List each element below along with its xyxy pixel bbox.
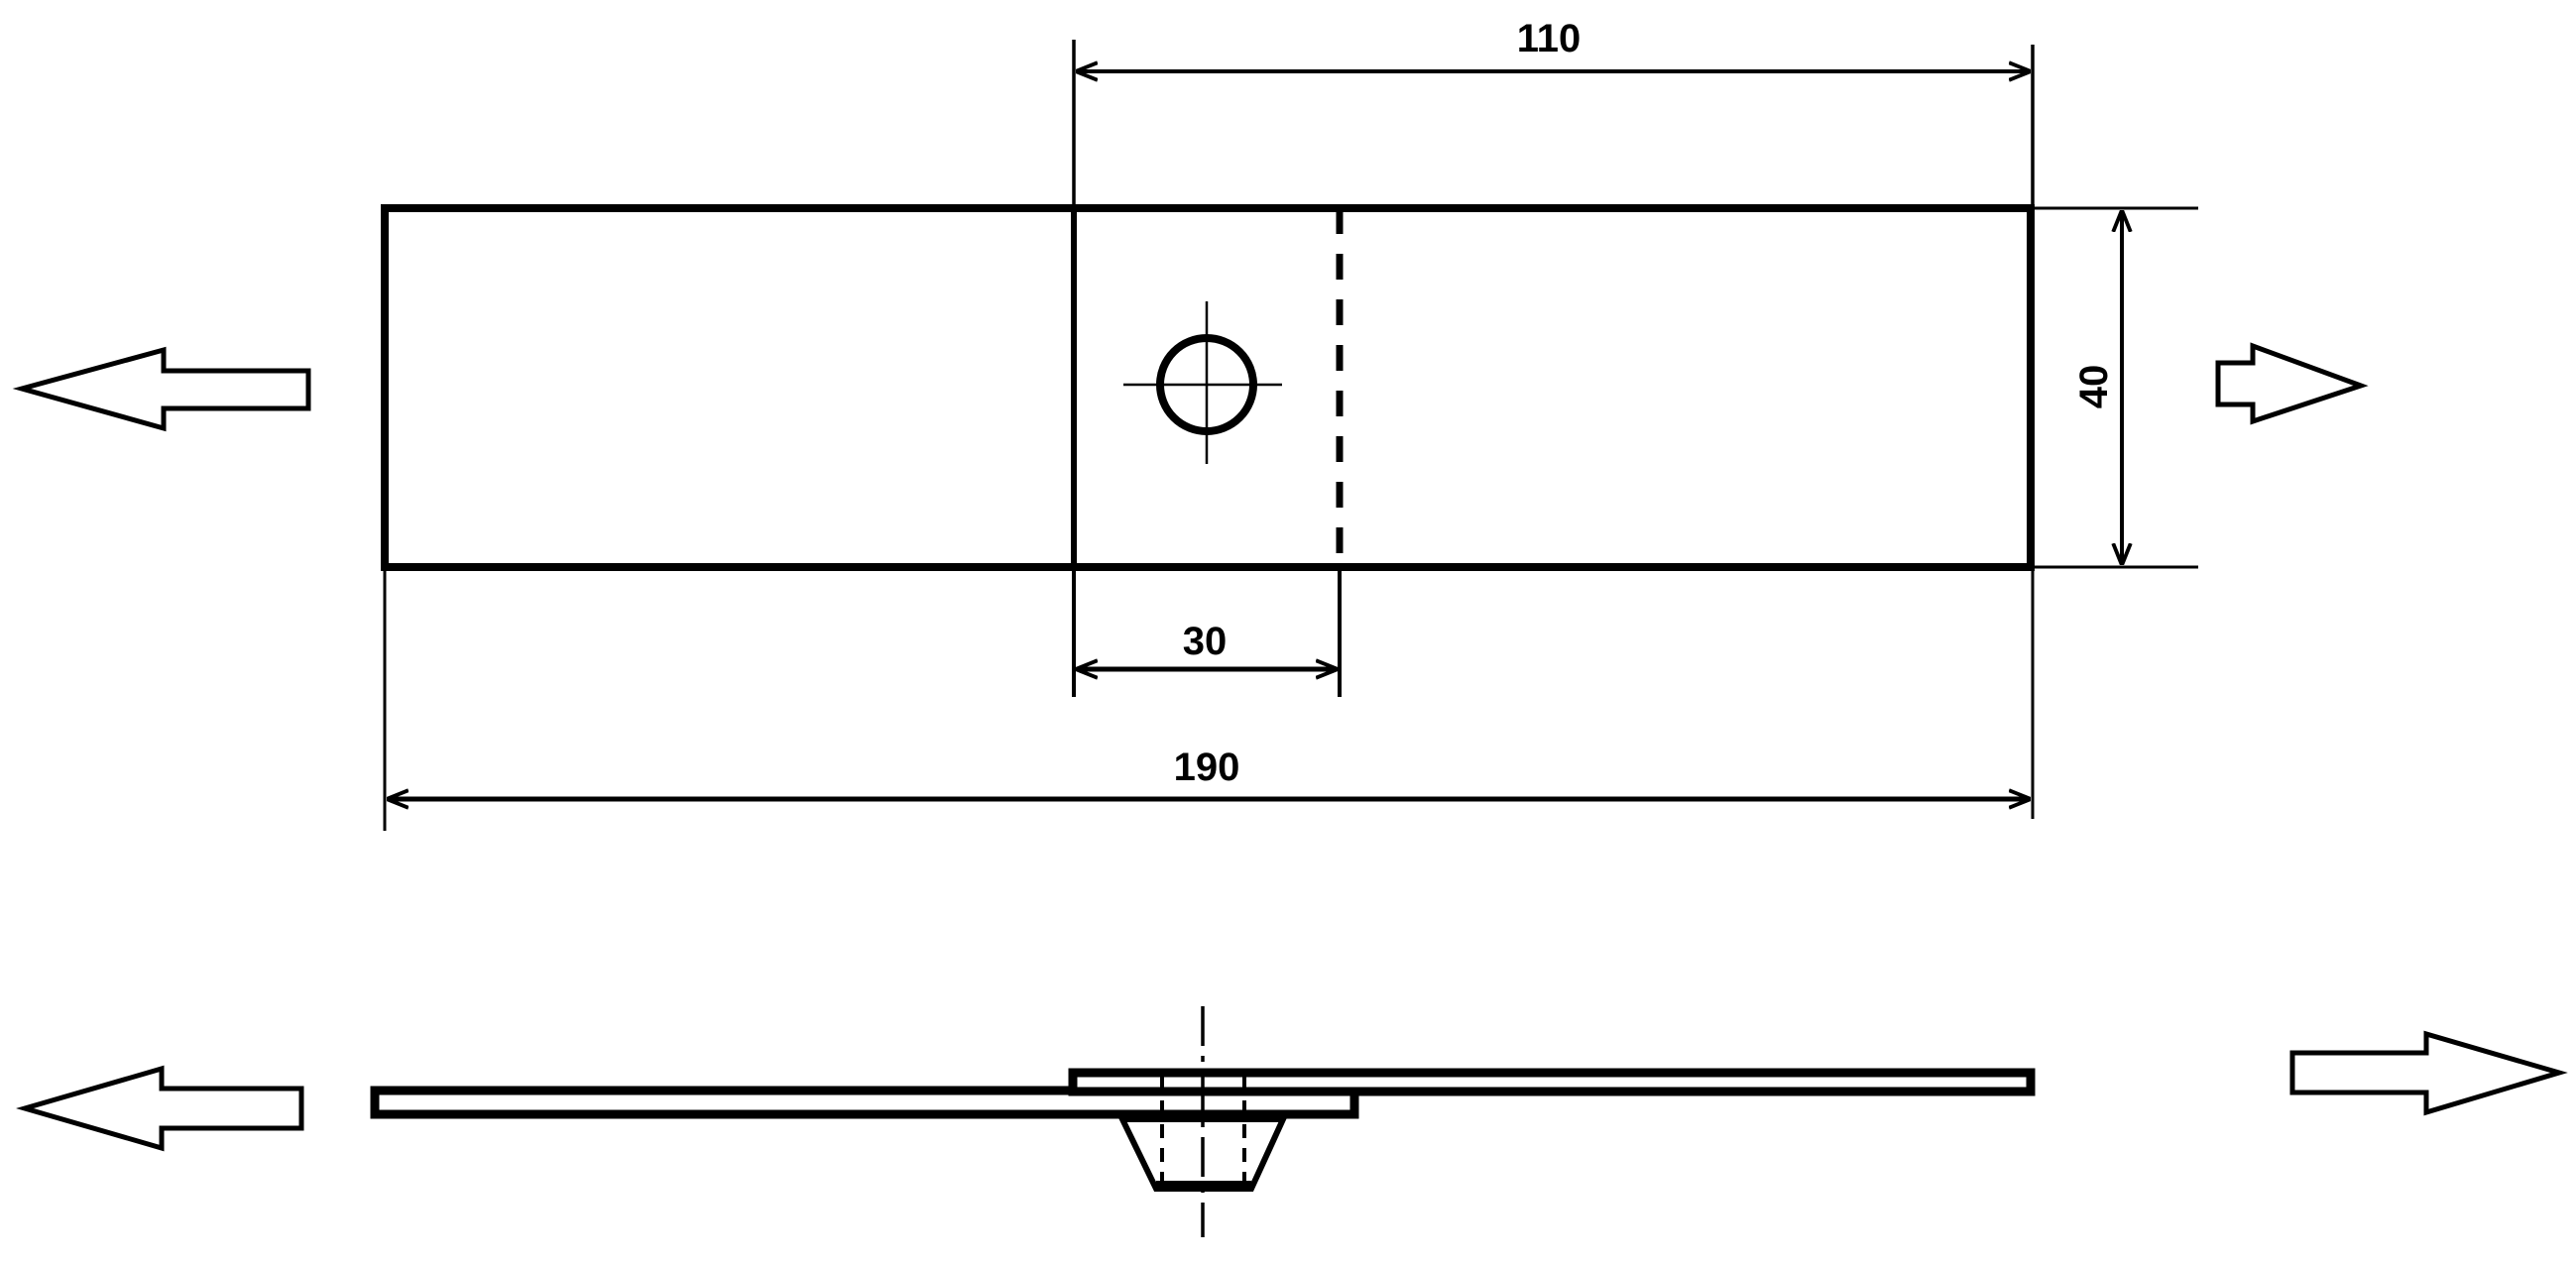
fastener-hole xyxy=(1123,301,1282,464)
dimension-label-30: 30 xyxy=(1183,620,1228,663)
dimension-110: 110 xyxy=(1072,17,2035,208)
upper-plate xyxy=(1068,1068,2036,1096)
dimension-30: 30 xyxy=(1072,567,1342,697)
dimension-40: 40 xyxy=(2031,206,2198,569)
plan-view: 110 40 30 190 xyxy=(12,17,2369,831)
plate-outline xyxy=(381,204,2035,571)
dimension-label-190: 190 xyxy=(1174,746,1240,789)
hollow-arrow-right-icon xyxy=(2215,342,2369,425)
dimension-label-40: 40 xyxy=(2072,365,2116,409)
dimension-label-110: 110 xyxy=(1517,17,1581,60)
hollow-arrow-left-icon xyxy=(16,1065,304,1152)
hollow-arrow-left-icon xyxy=(12,346,311,432)
dimension-190: 190 xyxy=(383,567,2035,831)
hollow-arrow-right-icon xyxy=(2289,1030,2568,1116)
side-view xyxy=(16,1006,2568,1237)
